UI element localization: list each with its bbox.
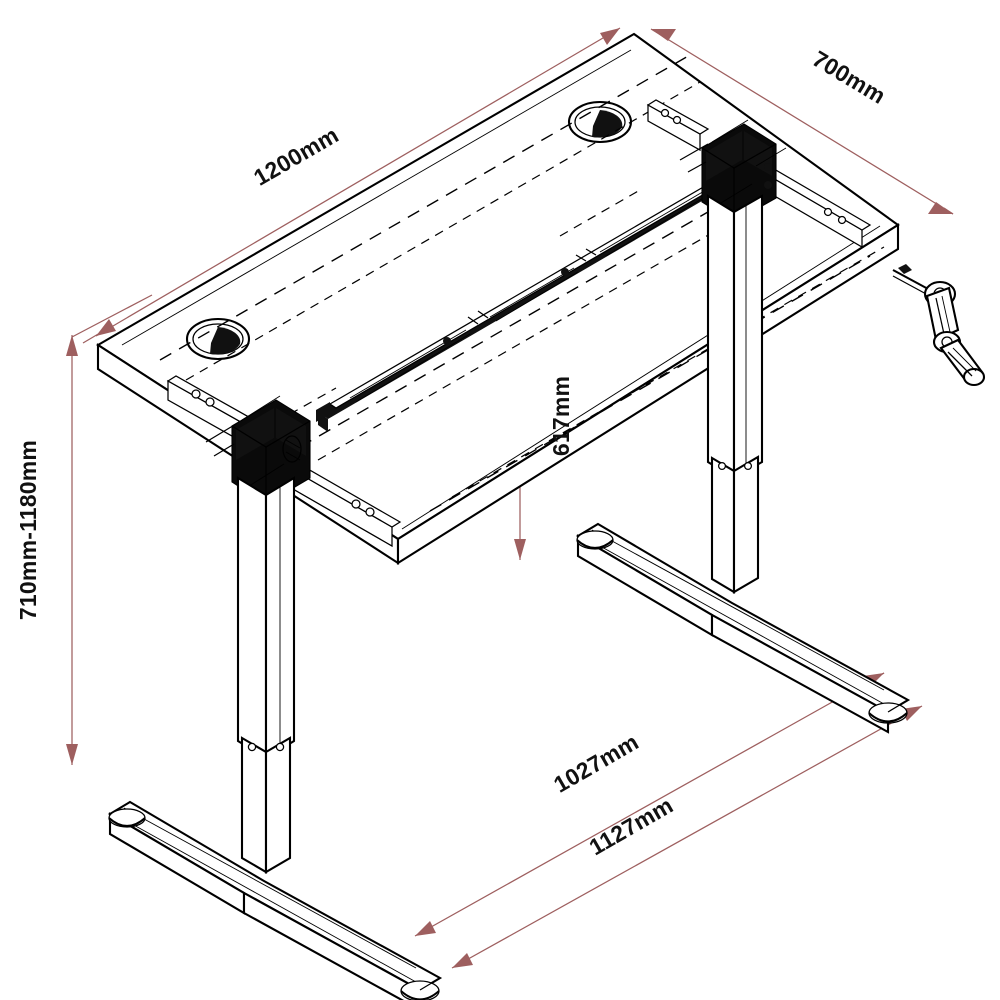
label-crossbeam-clearance: 617mm bbox=[548, 376, 574, 456]
desktop bbox=[95, 32, 900, 565]
grommet-right bbox=[567, 100, 633, 144]
leg-joint-near bbox=[205, 395, 311, 505]
crank-handle bbox=[892, 264, 986, 387]
dimension-foot-outer-span bbox=[451, 705, 923, 969]
label-height-range: 710mm-1180mm bbox=[15, 440, 41, 620]
leg-column-far bbox=[706, 194, 764, 594]
dimension-height-range bbox=[66, 294, 153, 765]
dimension-desktop-depth bbox=[650, 28, 954, 215]
foot-near bbox=[107, 800, 443, 1000]
label-desktop-length: 1200mm bbox=[249, 121, 343, 190]
leg-column-near bbox=[236, 476, 296, 874]
grommet-left bbox=[185, 317, 251, 361]
foot-far bbox=[575, 522, 911, 734]
dimension-desktop-length bbox=[82, 27, 621, 344]
label-foot-center-span: 1027mm bbox=[549, 728, 643, 797]
frame-rail-rear bbox=[646, 99, 872, 249]
label-desktop-depth: 700mm bbox=[808, 45, 890, 109]
